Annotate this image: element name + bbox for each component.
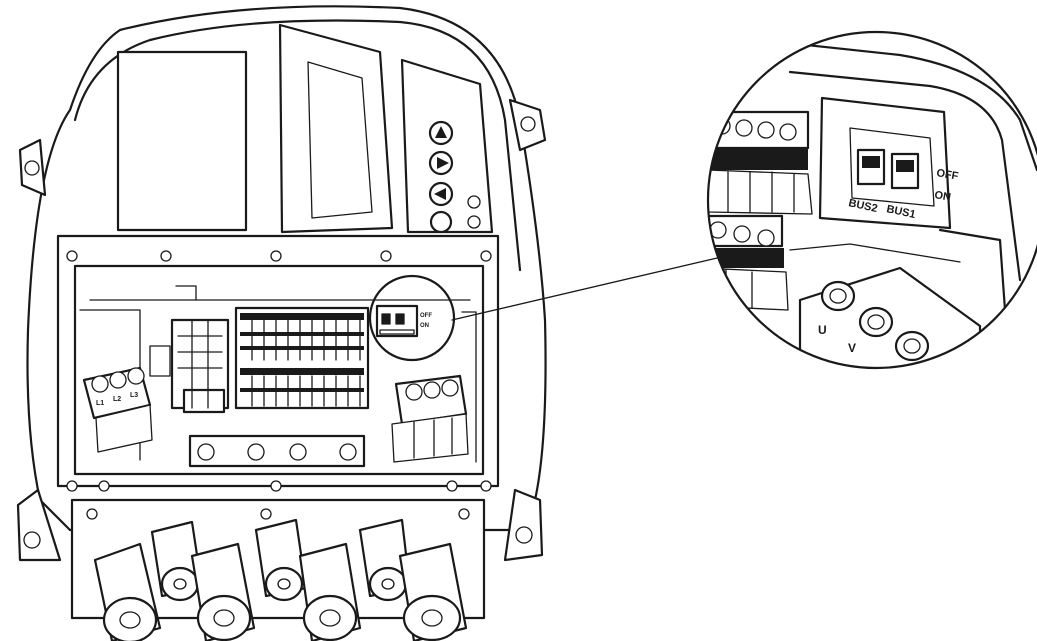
hinged-lid-inner bbox=[307, 61, 373, 219]
callout-panel-edge bbox=[789, 243, 961, 263]
backplate-wall bbox=[461, 311, 477, 463]
mains-label-l2: L2 bbox=[113, 396, 121, 403]
callout-on-label: ON bbox=[933, 189, 951, 204]
bus2-label: BUS2 bbox=[847, 197, 878, 215]
magnifier-circle bbox=[368, 274, 456, 362]
right-arrow-icon bbox=[437, 157, 449, 169]
screw bbox=[66, 480, 78, 492]
terminal-row bbox=[240, 332, 364, 336]
cable-glands bbox=[93, 518, 468, 641]
keypad-buttons bbox=[428, 120, 481, 234]
screw bbox=[480, 480, 492, 492]
ground-bar bbox=[188, 434, 366, 468]
mini-switch-on-label: ON bbox=[420, 323, 429, 329]
left-arrow-icon bbox=[434, 188, 446, 200]
mini-switch-toggle bbox=[381, 313, 391, 325]
callout-terminal-screws-lower bbox=[709, 221, 775, 247]
screw bbox=[446, 480, 458, 492]
screw-hole bbox=[520, 116, 536, 132]
terminal-row bbox=[240, 346, 364, 350]
backplate-bracket bbox=[175, 285, 197, 301]
ground-bar-screws bbox=[197, 443, 357, 461]
keypad-panel bbox=[400, 58, 494, 234]
screw bbox=[480, 250, 492, 262]
screw bbox=[160, 250, 172, 262]
mini-switch-labels-strip bbox=[379, 329, 415, 335]
callout-off-label: OFF bbox=[935, 167, 959, 183]
status-led-icon bbox=[467, 215, 481, 229]
bus2-switch-toggle[interactable] bbox=[862, 156, 880, 168]
motor-terminal-base bbox=[391, 413, 469, 463]
screw bbox=[380, 250, 392, 262]
callout-motor-terminal-screws bbox=[820, 280, 930, 362]
drive-unit: OFF ON L1 L2 L3 bbox=[16, 5, 547, 641]
gland-plate-screws bbox=[86, 508, 470, 520]
bus1-label: BUS1 bbox=[885, 203, 916, 221]
down-arrow-button-icon bbox=[429, 210, 453, 234]
cable-clamp bbox=[149, 345, 171, 377]
mains-label-l3: L3 bbox=[130, 392, 138, 399]
hinged-lid bbox=[278, 23, 394, 234]
motor-terminal-details bbox=[413, 417, 453, 459]
callout-housing-edge bbox=[788, 70, 1022, 282]
terminal-compartment-opening bbox=[73, 264, 485, 476]
motor-label-v: V bbox=[848, 341, 856, 355]
mini-switch-off-label: OFF bbox=[420, 313, 432, 319]
terminal-row bbox=[240, 368, 364, 375]
screw bbox=[270, 250, 282, 262]
screw-hole bbox=[23, 531, 41, 549]
callout-terminal-label-strip bbox=[708, 148, 808, 170]
callout-circle-border bbox=[706, 30, 1037, 370]
mains-terminal-base bbox=[95, 404, 153, 453]
mains-terminal-labels: L1 L2 L3 bbox=[96, 392, 138, 407]
screw bbox=[270, 480, 282, 492]
frame-screws bbox=[66, 250, 492, 492]
magnified-callout: OFF ON BUS2 BUS1 U V bbox=[706, 30, 1037, 370]
screw bbox=[98, 480, 110, 492]
callout-leader-line bbox=[451, 254, 731, 321]
relay-terminal-plug bbox=[182, 388, 226, 414]
terminal-dividers bbox=[251, 319, 361, 407]
callout-terminal-dividers bbox=[727, 171, 795, 213]
screw bbox=[66, 250, 78, 262]
status-led-icon bbox=[467, 195, 481, 209]
bus1-switch-toggle[interactable] bbox=[896, 160, 914, 172]
terminal-row bbox=[240, 388, 364, 392]
motor-terminal-screws bbox=[405, 379, 459, 401]
motor-label-u: U bbox=[818, 323, 827, 337]
mounting-ear-bottom-right bbox=[503, 488, 544, 562]
mains-terminal-screws bbox=[91, 367, 145, 393]
callout-housing-edge bbox=[758, 38, 1037, 172]
control-terminal-rows bbox=[240, 313, 364, 407]
callout-terminal-label-strip bbox=[708, 248, 784, 268]
screw-hole bbox=[515, 526, 533, 544]
cover-seam bbox=[73, 19, 522, 272]
mini-switch-toggle bbox=[395, 313, 405, 325]
relay-terminal-details bbox=[177, 319, 223, 409]
mains-label-l1: L1 bbox=[96, 400, 104, 407]
display-window bbox=[116, 50, 248, 232]
callout-terminal-body bbox=[708, 169, 813, 215]
screw-hole bbox=[24, 160, 40, 176]
terminal-row bbox=[240, 313, 364, 320]
up-arrow-icon bbox=[435, 126, 447, 138]
